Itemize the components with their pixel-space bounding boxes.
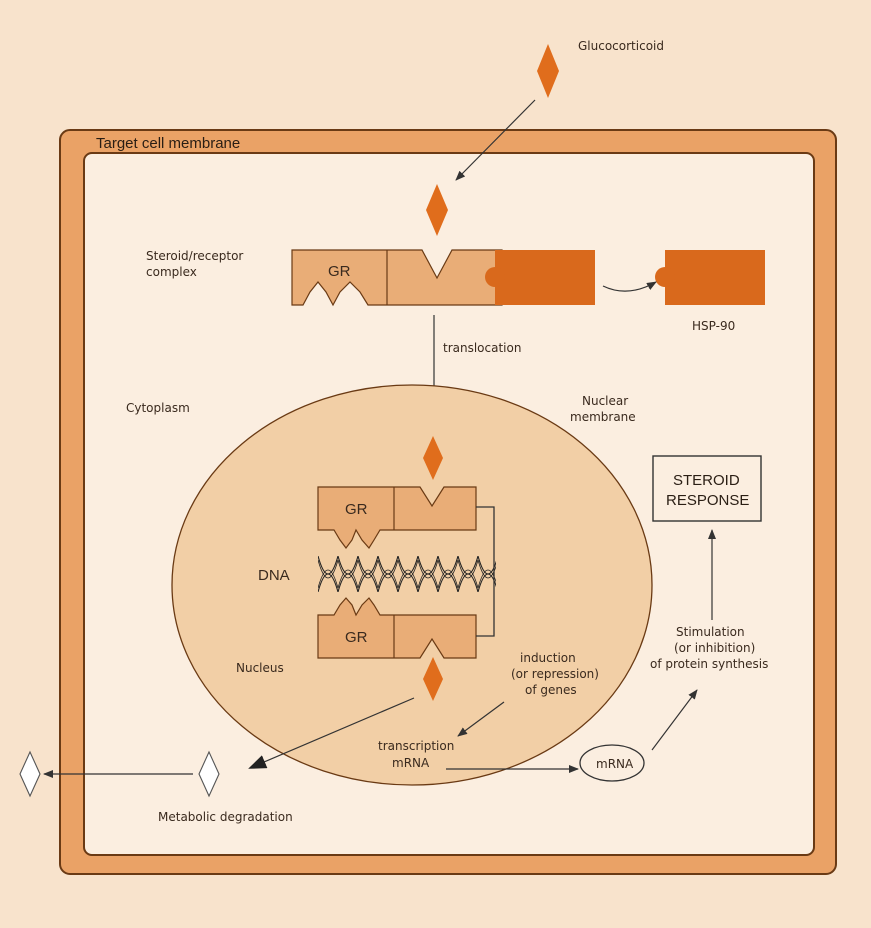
glucocorticoid-label: Glucocorticoid <box>578 39 664 53</box>
nuclear-membrane-label-line2: membrane <box>570 410 636 424</box>
steroid-response-label-line2: RESPONSE <box>666 492 749 509</box>
dna-helix <box>318 556 496 592</box>
nuclear-steroid-diamond <box>423 436 443 480</box>
degradation-arrow <box>248 697 415 769</box>
nucleus-label: Nucleus <box>236 661 284 675</box>
glucocorticoid-receptor-complex <box>291 249 503 307</box>
transcription-label-line1: transcription <box>378 739 454 753</box>
induction-arrow <box>457 701 505 737</box>
gr-label-cytoplasm: GR <box>328 263 351 280</box>
transcription-label-line2: mRNA <box>392 756 430 770</box>
cytoplasm-label: Cytoplasm <box>126 401 190 415</box>
target-cell-membrane-label: Target cell membrane <box>96 135 240 152</box>
induction-label-line2: (or repression) <box>511 667 599 681</box>
induction-label-line1: induction <box>520 651 576 665</box>
translocation-label: translocation <box>443 341 521 355</box>
steroid-response-label-line1: STEROID <box>673 472 740 489</box>
mrna-oval <box>579 744 645 782</box>
steroid-receptor-label-line1: Steroid/receptor <box>146 249 243 263</box>
dna-label: DNA <box>258 567 290 584</box>
stimulation-label-line1: Stimulation <box>676 625 745 639</box>
excreted-steroid-diamond <box>19 750 41 798</box>
hsp90-released <box>665 250 765 305</box>
glucocorticoid-diamond <box>537 44 559 98</box>
gr-label-bottom: GR <box>345 629 368 646</box>
stimulation-label-line3: of protein synthesis <box>650 657 768 671</box>
gr-dimer-top <box>317 486 477 550</box>
steroid-receptor-label-line2: complex <box>146 265 197 279</box>
induction-label-line3: of genes <box>525 683 577 697</box>
gr-dimer-bottom <box>317 597 477 659</box>
hsp90-released-knob <box>655 267 675 287</box>
hsp90-release-arrow <box>602 281 657 292</box>
hsp90-attached-knob <box>485 267 505 287</box>
mrna-to-synthesis-arrow <box>651 689 698 751</box>
hsp90-label: HSP-90 <box>692 319 735 333</box>
metabolic-degradation-label: Metabolic degradation <box>158 810 293 824</box>
steroid-response-box <box>652 455 762 522</box>
nuclear-membrane-label-line1: Nuclear <box>582 394 628 408</box>
mrna-label: mRNA <box>596 757 634 771</box>
dimer-bracket <box>476 506 495 637</box>
degraded-steroid-diamond <box>198 750 220 798</box>
released-steroid-diamond <box>423 657 443 701</box>
stimulation-label-line2: (or inhibition) <box>674 641 755 655</box>
bound-steroid-diamond <box>426 184 448 236</box>
hsp90-attached <box>495 250 595 305</box>
gr-label-top: GR <box>345 501 368 518</box>
entry-arrow <box>455 99 536 181</box>
